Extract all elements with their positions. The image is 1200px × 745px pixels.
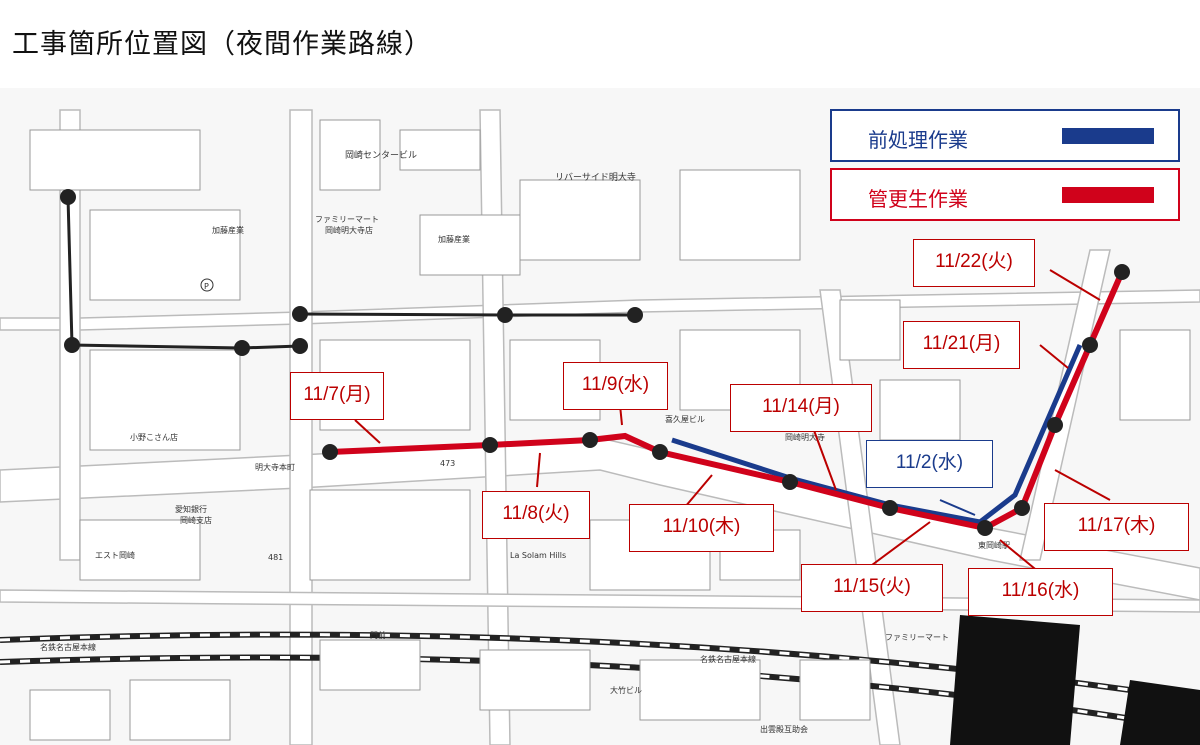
map-labels: 岡崎センタービル リバーサイド明大寺 ファミリーマート 岡崎明大寺店 加藤産業 …	[40, 149, 1010, 734]
map-label-monzen: 門前	[370, 630, 386, 640]
map-label-lasolam: La Solam Hills	[510, 551, 566, 560]
pretreatment-route	[671, 344, 1083, 525]
map-label-otake: 大竹ビル	[610, 685, 642, 695]
map-label-aichi-branch: 岡崎支店	[180, 515, 212, 525]
map-label-route-473: 473	[440, 459, 455, 468]
map-label-riverside: リバーサイド明大寺	[555, 171, 636, 183]
legend-swatch-pretreatment	[1062, 128, 1154, 144]
date-label-11-10: 11/10(木)	[629, 504, 774, 552]
date-label-11-9: 11/9(水)	[563, 362, 668, 410]
map-label-aichi-bank: 愛知銀行	[175, 504, 207, 514]
map-label-meitetsu-1: 名鉄名古屋本線	[40, 642, 96, 652]
date-label-11-22: 11/22(火)	[913, 239, 1035, 287]
date-label-11-21: 11/21(月)	[903, 321, 1020, 369]
map-label-kato-2: 加藤産業	[438, 234, 470, 244]
map-label-familymart: ファミリーマート	[315, 215, 379, 224]
date-label-11-15: 11/15(火)	[801, 564, 943, 612]
date-label-11-8: 11/8(火)	[482, 491, 590, 539]
map-label-station-building: ファミリーマート	[885, 633, 949, 642]
parking-icon	[200, 278, 214, 292]
legend-renewal: 管更生作業	[830, 168, 1180, 221]
map-label-sakuga: 喜久屋ビル	[665, 414, 705, 424]
page-title: 工事箇所位置図（夜間作業路線）	[12, 29, 432, 60]
map-label-kato-1: 加藤産業	[212, 225, 244, 235]
map-label-higashi-okazaki: 東岡崎駅	[978, 540, 1010, 550]
map-label-familymart-branch: 岡崎明大寺店	[325, 225, 373, 235]
legend-pretreatment: 前処理作業	[830, 109, 1180, 162]
map-label-okazaki-myodaiji: 岡崎明大寺	[785, 432, 825, 442]
date-label-11-2: 11/2(水)	[866, 440, 993, 488]
legend-swatch-renewal	[1062, 187, 1154, 203]
map-label-bus-stop: 明大寺本町	[255, 462, 295, 472]
black-route-nodes	[60, 189, 643, 356]
station-building	[950, 615, 1080, 745]
route-nodes	[322, 264, 1130, 536]
date-label-11-16: 11/16(水)	[968, 568, 1113, 616]
map-label-meitetsu-2: 名鉄名古屋本線	[700, 654, 756, 664]
callout-arrows	[354, 269, 1111, 574]
map-label-est: エスト岡崎	[95, 550, 135, 560]
date-label-11-17: 11/17(木)	[1044, 503, 1189, 551]
legend-label-pretreatment: 前処理作業	[868, 128, 968, 152]
map-label-route-481: 481	[268, 553, 283, 562]
map-label-center-building: 岡崎センタービル	[345, 149, 417, 161]
date-label-11-7: 11/7(月)	[290, 372, 384, 420]
map-label-onosan: 小野こさん店	[130, 432, 178, 442]
station-platform	[1120, 680, 1200, 745]
map-label-izumo: 出雲殿互助会	[760, 724, 808, 734]
legend-label-renewal: 管更生作業	[868, 187, 968, 211]
date-label-11-14: 11/14(月)	[730, 384, 872, 432]
renewal-route	[329, 270, 1125, 532]
map-label-parking: P	[204, 282, 209, 291]
